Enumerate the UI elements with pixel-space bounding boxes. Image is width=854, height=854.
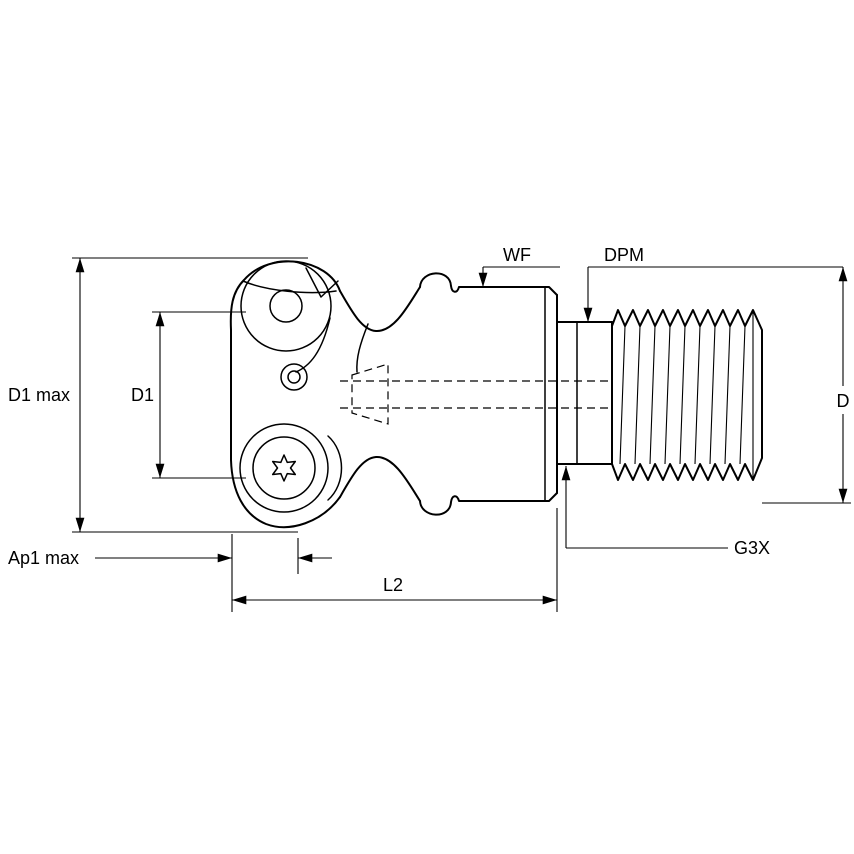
side-screw-hole	[287, 370, 301, 384]
hidden-lines	[340, 363, 610, 425]
tool-head	[229, 260, 421, 529]
dim-d: D	[762, 267, 851, 504]
pocket-curve-top	[242, 280, 337, 294]
lower-insert-face	[252, 436, 316, 500]
dim-wf: WF	[478, 245, 560, 287]
thread-profile	[611, 309, 763, 481]
label-l2: L2	[383, 575, 403, 595]
dim-l2: L2	[232, 508, 558, 612]
dim-d1: D1	[131, 311, 246, 479]
bottom-flute-curve	[339, 455, 421, 502]
torx-screw-icon	[271, 454, 297, 482]
tool-body	[419, 272, 613, 516]
dim-dpm: DPM	[583, 245, 843, 322]
upper-insert-hole	[269, 289, 303, 323]
dim-g3x: G3X	[561, 466, 770, 558]
collar-top	[419, 272, 558, 296]
label-wf: WF	[503, 245, 531, 265]
collar-bottom	[419, 492, 558, 516]
upper-insert-edge	[240, 260, 332, 352]
label-d1: D1	[131, 385, 154, 405]
hidden-coupling	[351, 363, 389, 425]
label-g3x: G3X	[734, 538, 770, 558]
label-ap1-max: Ap1 max	[8, 548, 79, 568]
label-dpm: DPM	[604, 245, 644, 265]
chip-gash	[305, 267, 339, 298]
label-d1-max: D1 max	[8, 385, 70, 405]
pocket-wall-curve	[356, 323, 369, 373]
pocket-curve-lower	[327, 435, 343, 501]
dim-ap1-max: Ap1 max	[8, 534, 332, 612]
pocket-curve-mid	[295, 317, 331, 373]
top-flute-curve	[339, 286, 421, 333]
dim-d1-max: D1 max	[8, 257, 308, 533]
side-screw-head	[280, 363, 308, 391]
label-d: D	[837, 391, 850, 411]
thread-helix-lines	[619, 325, 746, 465]
lower-insert-edge	[239, 423, 329, 513]
tool-thread	[611, 309, 763, 481]
